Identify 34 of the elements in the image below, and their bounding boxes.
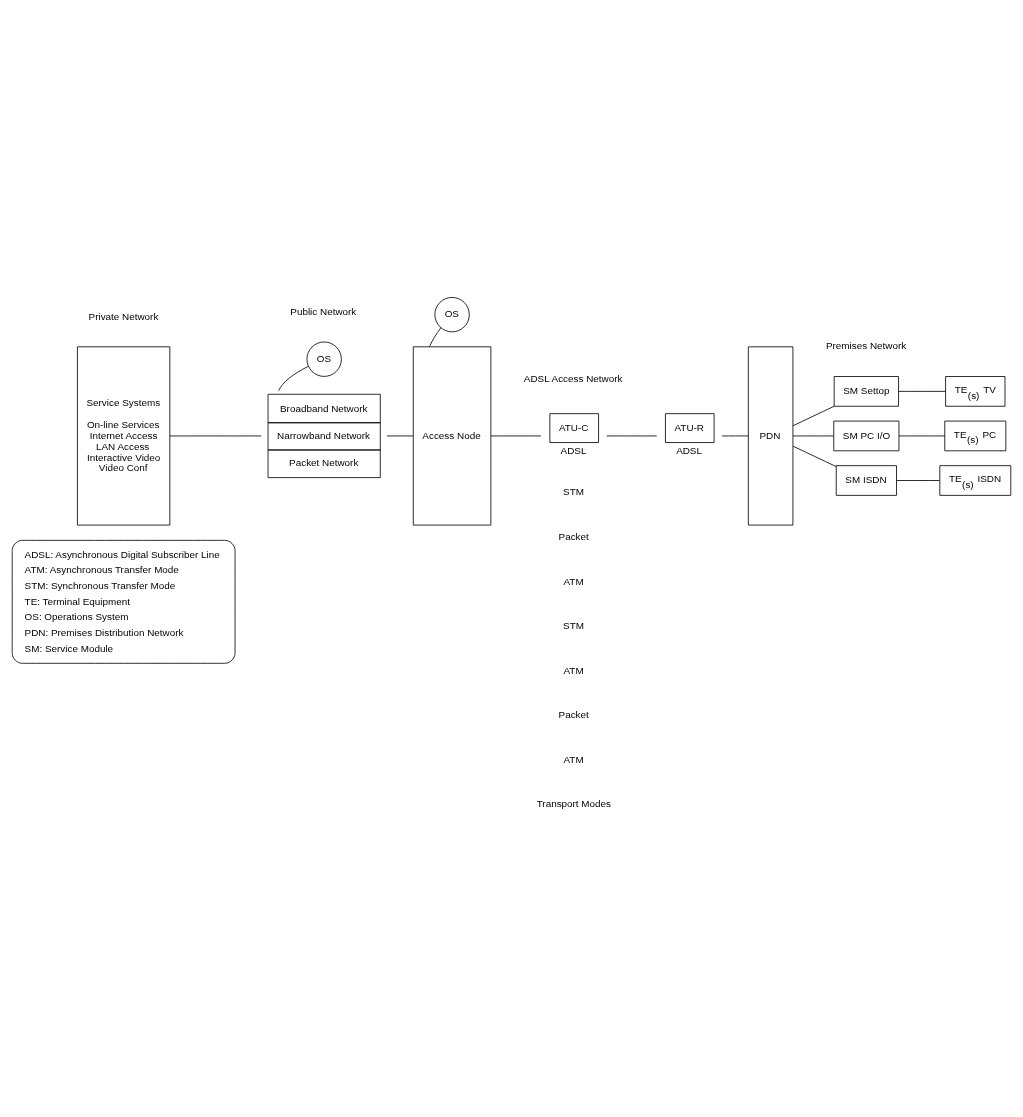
connector: [721, 435, 749, 437]
node-box: ADSL: Asynchronous Digital Subscriber Line ATM: Asynchronous Transfer Mode STM: Synchronous Transfer Mode TE: Terminal Equipment OS: Operations System PDN: Premises Distribution Network SM: Service Module: [11, 539, 236, 664]
connector: [429, 327, 442, 348]
label: ATM: [563, 753, 584, 765]
label: Public Network: [290, 305, 357, 317]
label: Packet: [558, 709, 589, 721]
label: Packet: [558, 531, 589, 543]
node-box: SM ISDN: [835, 465, 897, 496]
node-box: Service Systems On-line Services Internet Access LAN Access Interactive Video Video Conf: [77, 346, 171, 526]
label: Private Network: [88, 310, 159, 322]
connector: [792, 445, 837, 468]
node-box: SM Settop: [833, 376, 899, 407]
label: ATM: [563, 575, 584, 587]
label: Premises Network: [825, 340, 907, 352]
connector: [898, 390, 946, 392]
node-box: SM PC I/O: [833, 420, 900, 452]
connector: [792, 435, 835, 437]
connector: [896, 480, 940, 481]
node-box: ATU-C: [549, 413, 599, 443]
connector: [278, 365, 309, 392]
node-circle: OS: [434, 297, 470, 333]
node-circle: OS: [306, 341, 342, 377]
node-label: ADSL: [676, 444, 702, 456]
node-box: Access Node: [412, 346, 492, 526]
node-box: ATU-R: [665, 413, 715, 443]
label: STM: [563, 620, 584, 632]
connector: [898, 435, 946, 437]
connector: [792, 405, 835, 427]
label: ADSL Access Network: [523, 372, 623, 384]
label: Transport Modes: [536, 798, 612, 810]
node-label: ADSL: [560, 444, 587, 456]
label: STM: [563, 486, 584, 498]
label: ATM: [563, 664, 584, 676]
node-box: PDN: [747, 346, 794, 526]
